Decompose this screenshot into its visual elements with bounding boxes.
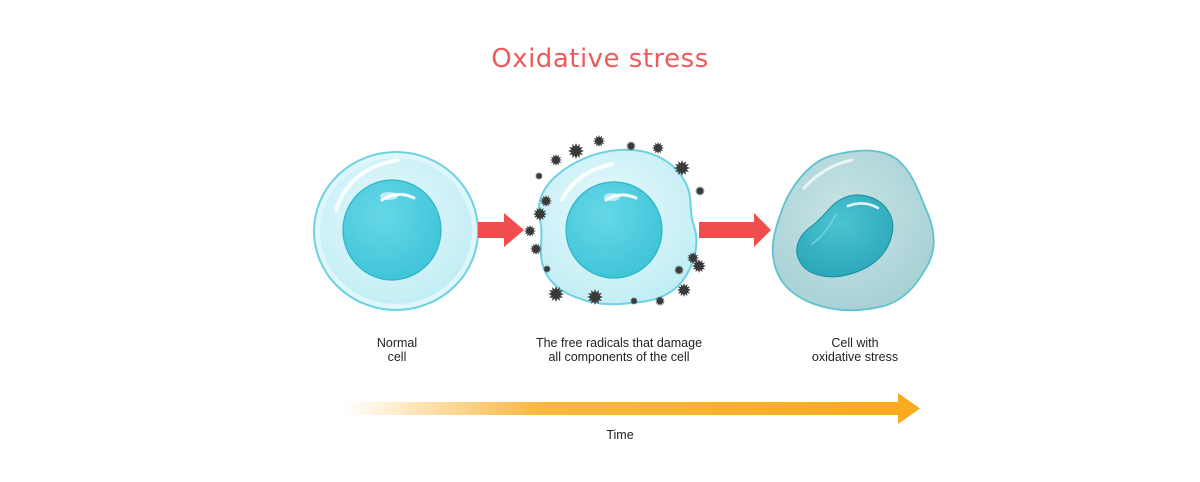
time-axis-label: Time [606, 428, 634, 442]
stage-label-normal: Normal cell [337, 336, 457, 364]
stressed-nucleus-shine [846, 202, 880, 210]
stage-arrow-2 [699, 213, 771, 247]
free-radical-particle [655, 296, 665, 306]
diagram-title: Oxidative stress [491, 44, 709, 74]
free-radical-particle [550, 154, 562, 166]
free-radical-particle [568, 143, 584, 159]
attacked-cell-highlight [560, 162, 614, 202]
free-radical-particle [530, 243, 542, 255]
free-radical-particle [677, 283, 691, 297]
attacked-cell [524, 135, 706, 306]
free-radical-particle [535, 172, 543, 180]
stage-arrow-1 [478, 213, 524, 247]
stage-label-radicals-line-1: The free radicals that damage [535, 336, 703, 350]
free-radical-particle [626, 141, 636, 151]
free-radical-particle [674, 160, 690, 176]
free-radical-particle [524, 225, 536, 237]
stressed-cell-highlight [802, 158, 854, 190]
normal-cell-nucleus [342, 179, 442, 281]
free-radicals [524, 135, 706, 306]
free-radical-particle [652, 142, 664, 154]
free-radical-particle [674, 265, 684, 275]
stage-label-stressed-line-2: oxidative stress [811, 350, 899, 364]
free-radical-particle [587, 289, 603, 305]
free-radical-particle [533, 207, 547, 221]
normal-cell-highlight [334, 158, 400, 212]
normal-cell [313, 151, 479, 311]
free-radical-particle [548, 286, 564, 302]
normal-nucleus-glint [380, 192, 398, 200]
stage-label-normal-line-1: Normal [376, 336, 418, 350]
stage-label-radicals: The free radicals that damage all compon… [504, 336, 734, 364]
free-radical-particle [695, 186, 705, 196]
stage-label-radicals-line-2: all components of the cell [548, 350, 690, 364]
time-arrow [345, 393, 920, 424]
stage-label-stressed: Cell with oxidative stress [790, 336, 920, 364]
stressed-cell [771, 149, 935, 312]
free-radical-particle [543, 265, 551, 273]
attacked-nucleus-glint [604, 193, 620, 201]
time-arrow-shaft [345, 402, 900, 415]
free-radical-particle [540, 195, 552, 207]
stressed-cell-nucleus [796, 194, 894, 278]
attacked-cell-nucleus [565, 181, 663, 279]
stage-label-normal-line-2: cell [387, 350, 407, 364]
free-radical-particle [692, 259, 706, 273]
free-radical-particle [687, 252, 699, 264]
time-arrow-head [898, 393, 920, 424]
free-radical-particle [593, 135, 605, 147]
stressed-nucleus-fold [811, 213, 837, 245]
free-radical-particle [630, 297, 638, 305]
stage-label-stressed-line-1: Cell with [831, 336, 879, 350]
